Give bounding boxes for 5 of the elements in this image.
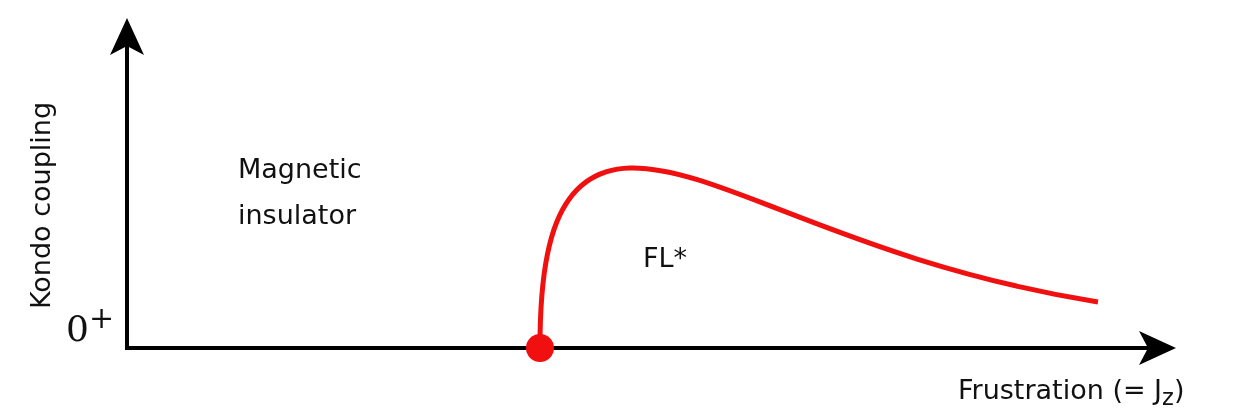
axis-title: Frustration (= J$_{z}$) — [958, 374, 1185, 411]
axis-title: Kondo coupling — [24, 100, 56, 311]
axis-tick-label: 0$^{+}$ — [66, 300, 115, 349]
region-label: FL* — [643, 242, 688, 273]
region-label: Magnetic insulator — [238, 152, 363, 232]
